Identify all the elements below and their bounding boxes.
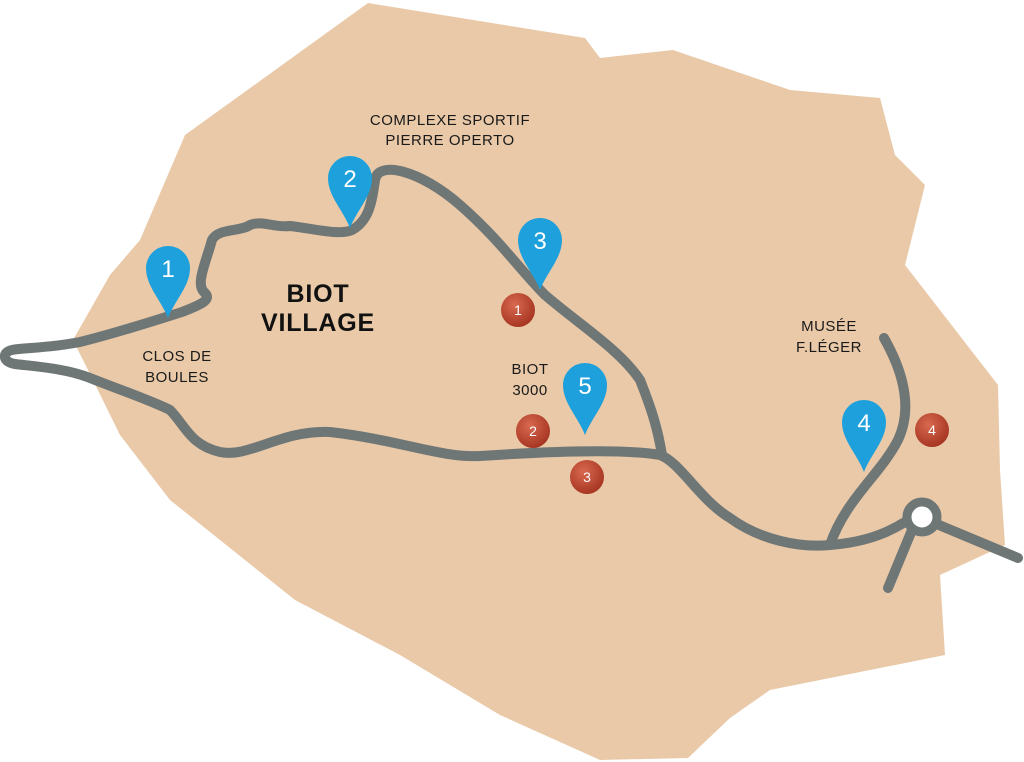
map-pin-5[interactable]: 5 bbox=[563, 363, 607, 435]
markers-layer: 1 2 3 4 bbox=[501, 293, 949, 494]
label-clos-de-boules: CLOS DE BOULES bbox=[142, 348, 211, 386]
biot3000-line2: 3000 bbox=[512, 382, 547, 399]
musee-line1: MUSÉE bbox=[801, 318, 857, 335]
map-pin-number: 1 bbox=[161, 256, 174, 283]
marker-number: 3 bbox=[583, 469, 591, 485]
map-pin-icon bbox=[146, 246, 190, 318]
numbered-circle-icon bbox=[501, 293, 535, 327]
biot-village-line1: BIOT bbox=[287, 280, 350, 308]
numbered-marker-3[interactable]: 3 bbox=[570, 460, 604, 494]
map-pin-number: 4 bbox=[857, 410, 870, 437]
map-pin-icon bbox=[518, 218, 562, 290]
map-pin-1[interactable]: 1 bbox=[146, 246, 190, 318]
road-main bbox=[0, 288, 920, 551]
road-to-complexe bbox=[195, 164, 550, 300]
numbered-circle-icon bbox=[516, 414, 550, 448]
numbered-marker-2[interactable]: 2 bbox=[516, 414, 550, 448]
map-pin-icon bbox=[563, 363, 607, 435]
map-pin-icon bbox=[328, 156, 372, 228]
road-biot3000 bbox=[540, 290, 667, 460]
map-pin-3[interactable]: 3 bbox=[518, 218, 562, 290]
label-biot-village: BIOT VILLAGE bbox=[261, 280, 375, 337]
map-pin-number: 3 bbox=[533, 228, 546, 255]
marker-number: 4 bbox=[928, 422, 936, 438]
clos-line2: BOULES bbox=[145, 369, 209, 386]
road-musee bbox=[825, 333, 911, 550]
marker-number: 1 bbox=[514, 302, 522, 318]
numbered-circle-icon bbox=[570, 460, 604, 494]
numbered-marker-4[interactable]: 4 bbox=[915, 413, 949, 447]
map-pin-number: 5 bbox=[578, 373, 591, 400]
pins-layer: 1 2 3 4 5 bbox=[146, 156, 886, 472]
musee-line2: F.LÉGER bbox=[796, 339, 862, 356]
roundabout-icon bbox=[902, 497, 942, 537]
label-musee-leger: MUSÉE F.LÉGER bbox=[796, 318, 862, 356]
label-biot-3000: BIOT 3000 bbox=[511, 361, 548, 399]
label-complexe-sportif: COMPLEXE SPORTIF PIERRE OPERTO bbox=[370, 112, 530, 149]
numbered-marker-1[interactable]: 1 bbox=[501, 293, 535, 327]
biot-village-line2: VILLAGE bbox=[261, 309, 375, 337]
marker-number: 2 bbox=[529, 423, 537, 439]
map-pin-4[interactable]: 4 bbox=[842, 400, 886, 472]
clos-line1: CLOS DE bbox=[142, 348, 211, 365]
numbered-circle-icon bbox=[915, 413, 949, 447]
biot-territory-area bbox=[73, 3, 1005, 760]
biot3000-line1: BIOT bbox=[511, 361, 548, 378]
map-pin-number: 2 bbox=[343, 166, 356, 193]
complexe-line2: PIERRE OPERTO bbox=[385, 132, 514, 149]
road-southwest-spur bbox=[883, 525, 917, 593]
complexe-line1: COMPLEXE SPORTIF bbox=[370, 112, 530, 129]
map-pin-2[interactable]: 2 bbox=[328, 156, 372, 228]
map-pin-icon bbox=[842, 400, 886, 472]
road-network bbox=[0, 164, 1023, 593]
